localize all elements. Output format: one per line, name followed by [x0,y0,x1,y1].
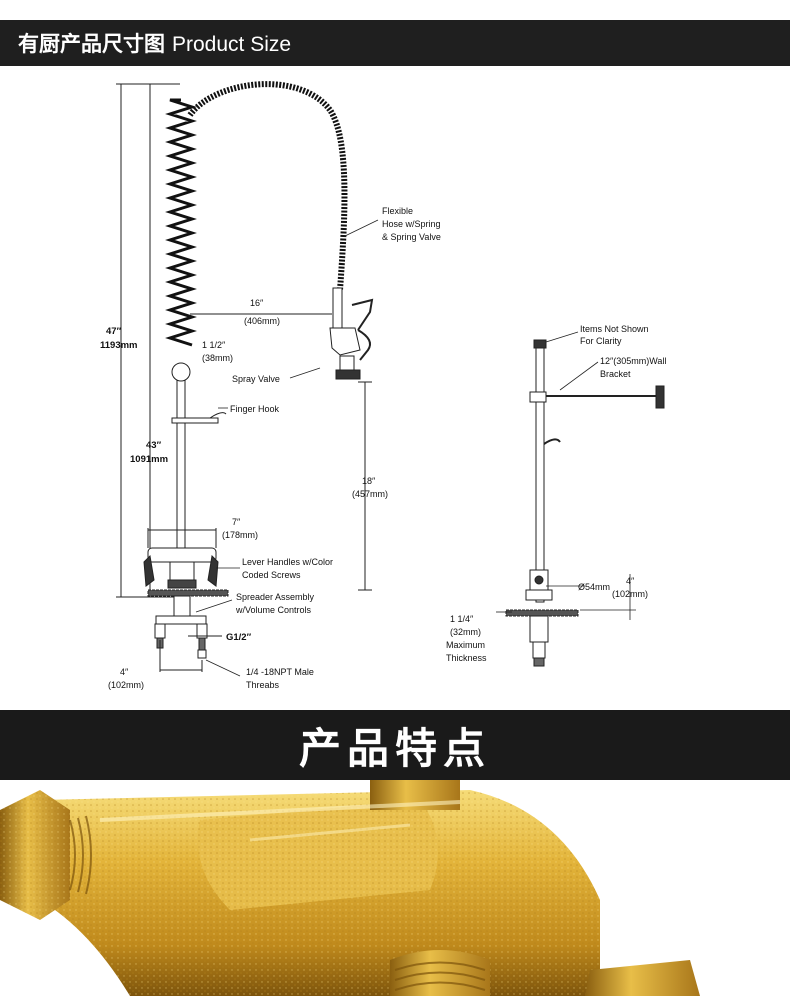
riser-tube [176,369,186,551]
label-bracket-2: Bracket [600,369,631,379]
label-4-mm: (102mm) [108,680,144,690]
features-section-bar: 产品特点 [0,710,790,780]
label-7-mm: (178mm) [222,530,258,540]
label-side-4-in: 4″ [626,576,635,586]
height-dimension-lines [116,83,180,598]
label-16-mm: (406mm) [244,316,280,326]
label-flexible-1: Flexible [382,206,413,216]
side-view-labels: Items Not Shown For Clarity 12″(305mm)Wa… [446,324,666,663]
left-labels: Flexible Hose w/Spring & Spring Valve 47… [100,206,441,690]
product-size-diagram: Flexible Hose w/Spring & Spring Valve 47… [100,81,666,690]
body-width-dimension [147,528,217,548]
label-thick-4: Thickness [446,653,487,663]
label-47-in: 47″ [106,326,122,337]
label-spreader-2: w/Volume Controls [235,605,312,615]
label-18-mm: (457mm) [352,489,388,499]
label-npt-1: 1/4 -18NPT Male [246,667,314,677]
label-lever-1: Lever Handles w/Color [242,557,333,567]
label-1half-mm: (38mm) [202,353,233,363]
label-spreader-1: Spreader Assembly [236,592,315,602]
center-dimension [159,640,203,672]
features-title: 产品特点 [298,724,491,772]
label-items-1: Items Not Shown [580,324,649,334]
label-flexible-2: Hose w/Spring [382,219,441,229]
label-7-in: 7″ [232,517,241,527]
label-flexible-3: & Spring Valve [382,232,441,242]
side-view [505,339,665,667]
swivel-ring [171,362,191,382]
brass-body-illustration [0,780,700,996]
label-1half-in: 1 1/2″ [202,340,226,350]
label-4-in: 4″ [120,667,129,677]
label-items-2: For Clarity [580,336,622,346]
title-chinese: 有厨产品尺寸图 [18,33,165,56]
page-title: 有厨产品尺寸图 Product Size [18,28,291,58]
faucet-body [143,547,219,589]
label-43-mm: 1091mm [130,454,168,465]
label-47-mm: 1193mm [100,340,138,351]
label-dia-54: Ø54mm [578,582,610,592]
brass-body-photo [0,780,790,996]
label-16-in: 16″ [250,298,264,308]
finger-hook [171,412,227,424]
coil-spring [165,98,197,347]
header-bar: 有厨产品尺寸图 Product Size [0,20,790,66]
leader-lines [195,219,379,677]
label-43-in: 43″ [146,440,162,451]
title-english: Product Size [172,33,292,56]
label-npt-2: Threabs [246,680,280,690]
label-bracket-1: 12″(305mm)Wall [600,356,666,366]
side-view-dimensions [496,331,636,620]
label-g-half: G1/2″ [226,632,252,643]
label-thick-3: Maximum [446,640,485,650]
label-lever-2: Coded Screws [242,570,301,580]
spreader-assembly [154,595,208,659]
label-finger-hook: Finger Hook [230,404,280,414]
label-thick-1: 1 1/4″ [450,614,474,624]
deck-surface [147,589,229,597]
spray-valve [329,287,374,380]
spray-height-dimension [358,381,372,591]
flexible-hose [187,81,348,291]
label-thick-2: (32mm) [450,627,481,637]
label-spray-valve: Spray Valve [232,374,280,384]
label-18-in: 18″ [362,476,376,486]
label-side-4-mm: (102mm) [612,589,648,599]
